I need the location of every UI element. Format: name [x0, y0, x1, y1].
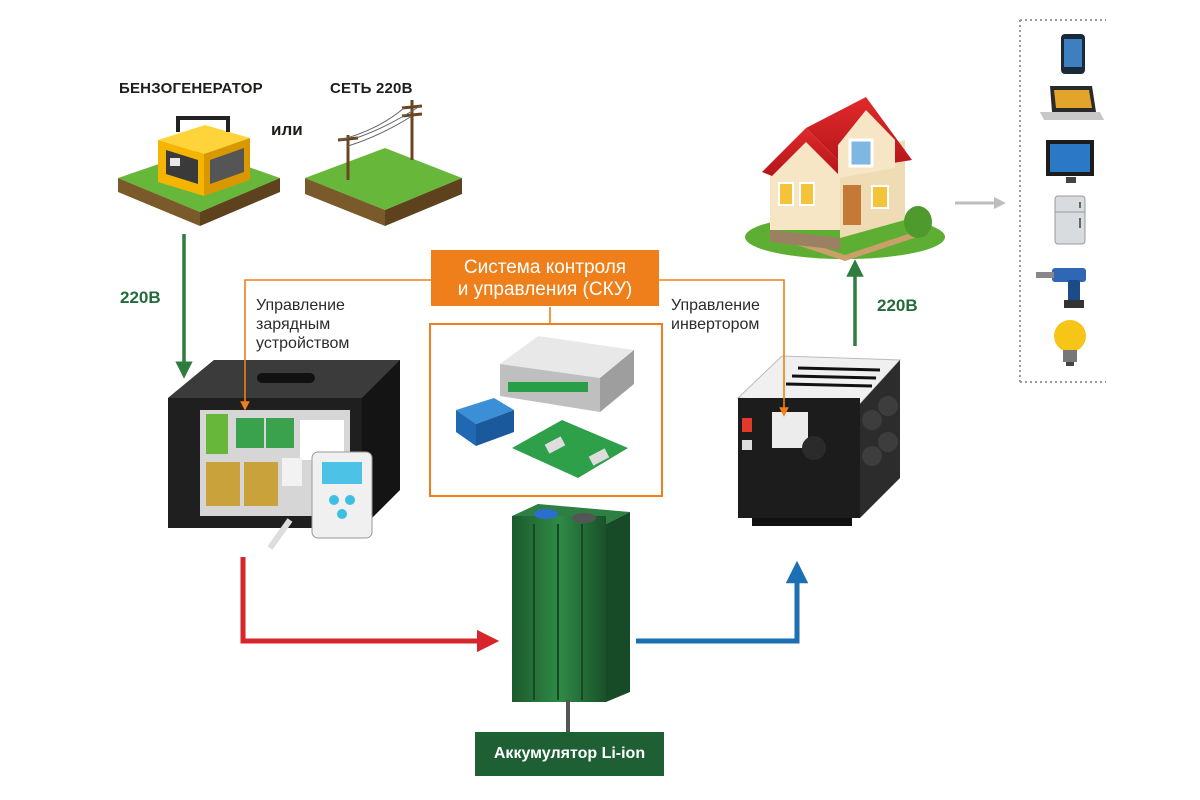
inverter-control-label: Управление инвертором	[671, 296, 760, 334]
inverter-control-line1: Управление	[671, 297, 760, 314]
sku-title-box: Система контроля и управления (СКУ)	[431, 250, 659, 306]
charger-device	[168, 360, 400, 550]
generator-label: БЕНЗОГЕНЕРАТОР	[119, 80, 263, 97]
sku-title-line2: и управления (СКУ)	[457, 279, 633, 300]
laptop-icon	[1040, 86, 1104, 120]
lightbulb-icon	[1054, 320, 1086, 366]
power-grid-tile	[305, 100, 462, 226]
battery-label: Аккумулятор Li-ion	[475, 732, 664, 776]
current-sensor-icon	[456, 398, 514, 446]
charger-control-line1: Управление	[256, 297, 345, 314]
fridge-icon	[1054, 195, 1086, 245]
discharge-arrow	[636, 560, 809, 644]
tv-icon	[1046, 140, 1094, 183]
charge-arrow	[240, 557, 500, 653]
charger-control-line2: зарядным	[256, 316, 331, 333]
inverter-device	[736, 355, 902, 526]
grid-label: СЕТЬ 220В	[330, 80, 413, 97]
drill-icon	[1036, 268, 1086, 308]
charger-controller-icon	[311, 451, 373, 539]
phone-icon	[1061, 34, 1085, 74]
flow-arrows	[175, 197, 1006, 653]
consumers-panel	[1019, 19, 1106, 383]
battery-device	[512, 504, 630, 732]
sku-hardware	[429, 323, 663, 497]
charger-control-line3: устройством	[256, 335, 350, 352]
generator-icon	[158, 116, 250, 196]
generator-tile	[118, 116, 280, 226]
power-pole-icon	[337, 100, 423, 180]
sku-title-line1: Система контроля	[463, 257, 627, 278]
input-voltage-label: 220В	[120, 288, 161, 307]
inverter-control-line2: инвертором	[671, 316, 760, 333]
circuit-board-icon	[512, 420, 628, 478]
or-label: или	[271, 120, 303, 139]
charger-control-label: Управление зарядным устройством	[256, 296, 349, 353]
house-icon	[745, 97, 945, 261]
controller-box-icon	[500, 336, 634, 412]
output-voltage-label: 220В	[877, 296, 918, 315]
control-lines	[240, 279, 789, 417]
